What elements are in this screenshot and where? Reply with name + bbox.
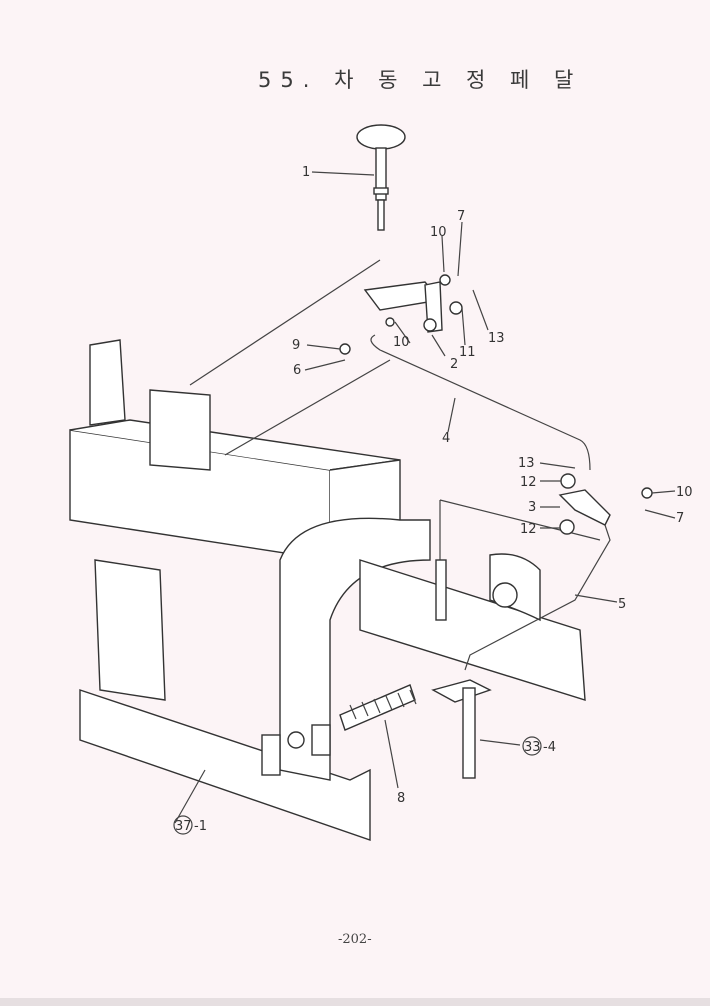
callout-13: 13 — [518, 456, 535, 471]
pedal-assembly — [339, 124, 653, 779]
callout-labels: 1 10 7 13 11 2 10 9 6 4 13 12 3 12 10 7 … — [173, 165, 693, 835]
callout-circle — [522, 736, 542, 756]
callout-9: 9 — [292, 338, 300, 353]
callout-7: 7 — [457, 209, 465, 224]
machine-frame — [69, 259, 601, 841]
callout-33-suffix: -4 — [543, 740, 556, 755]
callout-circle — [173, 815, 193, 835]
callout-6: 6 — [293, 363, 301, 378]
page-title: 55. 차 동 고 정 페 달 — [258, 68, 583, 92]
scan-edge — [0, 998, 710, 1006]
callout-10: 10 — [393, 335, 410, 350]
callout-12: 12 — [520, 475, 537, 490]
callout-7: 7 — [676, 511, 684, 526]
callout-5: 5 — [618, 597, 626, 612]
callout-8: 8 — [397, 791, 405, 806]
callout-10: 10 — [676, 485, 693, 500]
callout-12: 12 — [520, 522, 537, 537]
callout-1: 1 — [302, 165, 310, 180]
callout-4: 4 — [442, 431, 450, 446]
leader-lines — [174, 171, 676, 824]
callout-2: 2 — [450, 357, 458, 372]
callout-33: 33 — [524, 740, 541, 755]
page-number: -202- — [338, 932, 372, 947]
callout-11: 11 — [459, 345, 476, 360]
callout-10: 10 — [430, 225, 447, 240]
callout-37: 37 — [175, 819, 192, 834]
callout-37-suffix: -1 — [194, 819, 207, 834]
callout-3: 3 — [528, 500, 536, 515]
callout-13: 13 — [488, 331, 505, 346]
